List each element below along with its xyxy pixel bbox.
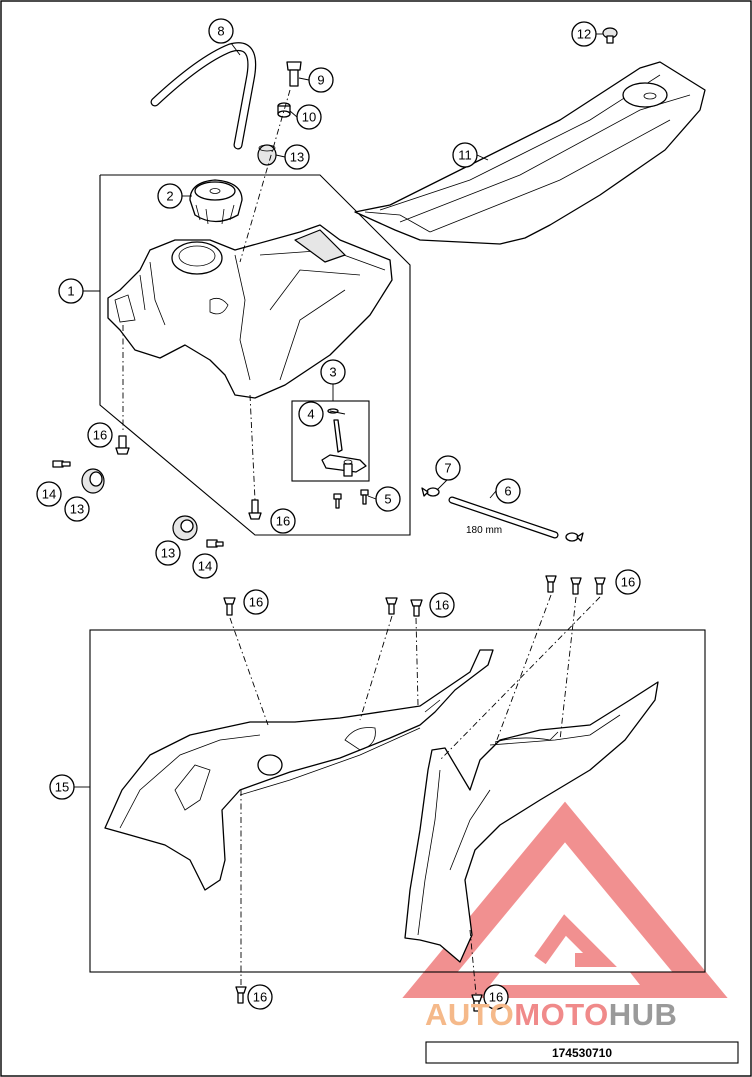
bolt-16-spoiler-f xyxy=(594,577,606,595)
callout-16-a: 16 xyxy=(87,422,113,448)
svg-text:11: 11 xyxy=(458,148,472,163)
hose-clip-7b xyxy=(565,532,584,542)
right-spoiler xyxy=(404,681,659,963)
callout-14-mid: 14 xyxy=(36,481,62,507)
screw-5a xyxy=(333,493,342,509)
svg-text:8: 8 xyxy=(217,24,224,39)
callout-11: 11 xyxy=(452,142,478,168)
svg-text:16: 16 xyxy=(253,990,267,1005)
callout-4: 4 xyxy=(298,401,324,427)
callout-14-low: 14 xyxy=(192,553,218,579)
callout-7: 7 xyxy=(435,455,461,481)
callout-16-b: 16 xyxy=(270,508,296,534)
fuel-tap xyxy=(321,408,367,477)
svg-text:16: 16 xyxy=(621,575,635,590)
screw-14-low xyxy=(206,539,224,548)
callout-13-mid: 13 xyxy=(64,496,90,522)
callout-10: 10 xyxy=(296,104,322,130)
tank-group-frame xyxy=(99,174,411,536)
fuel-tank xyxy=(107,224,393,399)
svg-text:16: 16 xyxy=(489,990,503,1005)
svg-text:15: 15 xyxy=(55,780,69,795)
svg-text:16: 16 xyxy=(435,598,449,613)
callout-13-low: 13 xyxy=(155,540,181,566)
bolt-16-spoiler-g xyxy=(235,986,247,1004)
svg-text:13: 13 xyxy=(290,150,304,165)
svg-text:2: 2 xyxy=(166,189,173,204)
callout-2: 2 xyxy=(157,183,183,209)
seat xyxy=(354,61,706,245)
svg-text:16: 16 xyxy=(93,428,107,443)
screw-5b xyxy=(360,489,369,505)
svg-text:12: 12 xyxy=(577,27,591,42)
grommet-13-low xyxy=(172,515,198,541)
bolt-16-spoiler-b xyxy=(385,597,398,615)
bolt-16-spoiler-a xyxy=(223,597,236,616)
svg-text:14: 14 xyxy=(198,559,212,574)
left-spoiler xyxy=(104,649,494,891)
svg-text:16: 16 xyxy=(276,514,290,529)
callout-8: 8 xyxy=(208,18,234,44)
bolt-16-left xyxy=(115,435,130,455)
hose-length-label: 180 mm xyxy=(466,525,502,536)
callout-12: 12 xyxy=(571,21,597,47)
watermark-text: AUTOMOTOHUB xyxy=(425,997,677,1032)
fuel-cap xyxy=(189,179,243,225)
svg-text:16: 16 xyxy=(249,595,263,610)
svg-text:13: 13 xyxy=(161,546,175,561)
spoiler-group-frame xyxy=(89,629,706,973)
callout-9: 9 xyxy=(308,67,334,93)
grommet-13-top xyxy=(257,144,277,166)
svg-text:9: 9 xyxy=(317,73,324,88)
bolt-16-center xyxy=(248,499,262,520)
callout-6: 6 xyxy=(495,478,521,504)
svg-text:3: 3 xyxy=(329,365,336,380)
svg-text:14: 14 xyxy=(42,487,56,502)
svg-text:10: 10 xyxy=(302,110,316,125)
fuel-hose-6 xyxy=(448,496,559,539)
callout-5: 5 xyxy=(375,486,401,512)
svg-text:5: 5 xyxy=(384,492,391,507)
callout-16-f: 16 xyxy=(247,984,273,1010)
diagram-code: 174530710 xyxy=(552,1046,612,1060)
bolt-16-spoiler-e xyxy=(570,577,582,595)
callout-16-c: 16 xyxy=(243,589,269,615)
bolt-16-spoiler-h xyxy=(471,994,483,1012)
bolt-16-spoiler-c xyxy=(410,599,423,617)
callout-16-e: 16 xyxy=(615,569,641,595)
callout-1: 1 xyxy=(58,278,84,304)
svg-text:13: 13 xyxy=(70,502,84,517)
callout-13-top: 13 xyxy=(284,144,310,170)
bolt-9 xyxy=(286,61,302,87)
callout-16-d: 16 xyxy=(429,592,455,618)
bolt-16-spoiler-d xyxy=(545,575,557,593)
callout-3: 3 xyxy=(320,359,346,385)
spacer-10 xyxy=(277,102,291,118)
diagram-code-box xyxy=(425,1041,739,1064)
svg-text:4: 4 xyxy=(307,407,314,422)
svg-text:1: 1 xyxy=(67,284,74,299)
grommet-13-mid xyxy=(81,468,105,494)
screw-14-mid xyxy=(52,460,71,468)
svg-text:6: 6 xyxy=(504,484,511,499)
svg-text:7: 7 xyxy=(444,461,451,476)
hose-clip-7a xyxy=(421,487,440,497)
callout-15: 15 xyxy=(49,774,75,800)
callout-16-g: 16 xyxy=(483,984,509,1010)
seat-bolt-12 xyxy=(602,27,618,44)
fuel-tap-frame xyxy=(291,400,370,482)
watermark-logo xyxy=(402,801,728,998)
